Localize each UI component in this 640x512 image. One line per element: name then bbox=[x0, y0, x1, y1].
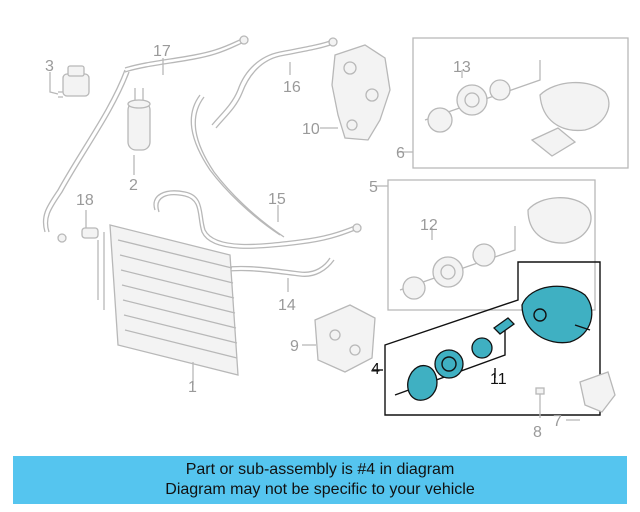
bracket-7 bbox=[566, 371, 616, 421]
refrigerant-hose-14 bbox=[209, 257, 335, 292]
callout-15: 15 bbox=[268, 191, 286, 208]
bracket-9 bbox=[302, 304, 376, 373]
callout-6: 6 bbox=[396, 145, 405, 162]
callout-9: 9 bbox=[290, 338, 299, 355]
pressure-switch-3 bbox=[49, 65, 90, 98]
sub-assembly-box-5 bbox=[375, 179, 596, 311]
banner-line-part: Part or sub-assembly is #4 in diagram bbox=[185, 461, 455, 478]
compressor-assembly-4 bbox=[373, 261, 601, 416]
parts-diagram: 1 2 3 4 5 6 7 8 9 10 11 12 13 14 15 16 1… bbox=[42, 35, 629, 441]
callout-16: 16 bbox=[283, 79, 301, 96]
bolt-8 bbox=[535, 387, 545, 418]
banner-line-disclaimer: Diagram may not be specific to your vehi… bbox=[165, 481, 475, 498]
callout-17: 17 bbox=[153, 43, 171, 60]
callout-12: 12 bbox=[420, 217, 438, 234]
sensor-18 bbox=[57, 210, 99, 243]
sub-assembly-box-6 bbox=[398, 37, 629, 169]
callout-14: 14 bbox=[278, 297, 296, 314]
receiver-drier-2 bbox=[127, 88, 151, 175]
info-banner: Part or sub-assembly is #4 in diagram Di… bbox=[13, 456, 627, 504]
callout-4: 4 bbox=[371, 361, 380, 378]
callout-18: 18 bbox=[76, 192, 94, 209]
callout-5: 5 bbox=[369, 179, 378, 196]
condenser-1 bbox=[97, 224, 239, 385]
refrigerant-hose-16 bbox=[190, 37, 338, 238]
refrigerant-hose-17 bbox=[42, 35, 249, 233]
callout-8: 8 bbox=[533, 424, 542, 441]
callout-7: 7 bbox=[553, 413, 562, 430]
callout-1: 1 bbox=[188, 379, 197, 396]
compressor-bracket-10 bbox=[320, 44, 391, 141]
callout-11: 11 bbox=[490, 371, 507, 388]
refrigerant-hose-15 bbox=[153, 190, 362, 249]
callout-10: 10 bbox=[302, 121, 320, 138]
callout-3: 3 bbox=[45, 58, 54, 75]
callout-13: 13 bbox=[453, 59, 471, 76]
callout-2: 2 bbox=[129, 177, 138, 194]
